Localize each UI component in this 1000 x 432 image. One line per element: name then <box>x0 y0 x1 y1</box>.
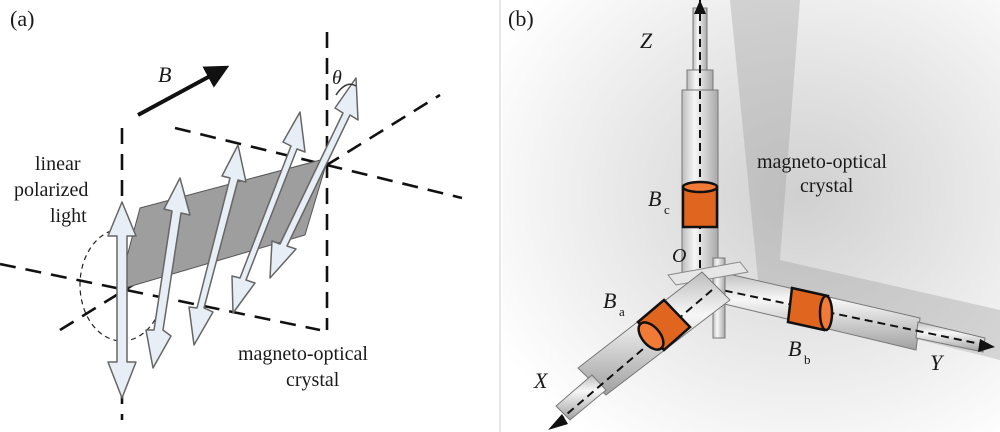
crystal-label-b-line1: magneto-optical <box>757 151 887 173</box>
axis-label-x: X <box>533 368 549 393</box>
double-arrow-4 <box>231 111 306 314</box>
angle-label: θ <box>332 67 342 89</box>
light-label-line1: linear <box>35 153 81 175</box>
double-arrow-3 <box>188 144 247 346</box>
svg-text:B: B <box>603 288 616 313</box>
field-label-ba: B a <box>603 288 625 319</box>
polarization-arrows <box>107 77 359 399</box>
svg-text:B: B <box>648 186 661 211</box>
field-arrow <box>137 65 230 117</box>
field-label-bc: B c <box>648 186 670 217</box>
cast-shadow <box>730 0 1000 360</box>
panel-a: (a) B θ linear polarized lig <box>0 6 463 420</box>
crystal-label-a-line1: magneto-optical <box>238 343 368 365</box>
origin-label: O <box>672 245 686 267</box>
field-label: B <box>158 62 171 87</box>
light-label-line2: polarized <box>14 179 88 201</box>
light-label-line3: light <box>50 205 87 227</box>
crystal-label-b-line2: crystal <box>800 175 854 197</box>
svg-text:b: b <box>804 352 811 367</box>
double-arrow-5 <box>269 77 359 279</box>
panel-b: (b) <box>502 0 1000 432</box>
svg-text:a: a <box>619 304 625 319</box>
crystal-ba <box>636 298 692 352</box>
field-label-bb: B b <box>788 336 811 367</box>
crystal-label-a-line2: crystal <box>286 369 340 391</box>
angle-arc <box>335 83 357 96</box>
panel-a-label: (a) <box>10 6 34 31</box>
crystal-bc <box>681 180 719 229</box>
render-background <box>502 0 1000 432</box>
svg-text:c: c <box>664 202 670 217</box>
panel-b-label: (b) <box>508 6 534 31</box>
svg-text:B: B <box>788 336 801 361</box>
double-arrow-1 <box>107 201 137 399</box>
axis-label-y: Y <box>930 350 945 375</box>
double-arrow-2 <box>145 177 191 369</box>
crystal-bb <box>786 286 834 332</box>
axis-label-z: Z <box>640 28 653 53</box>
